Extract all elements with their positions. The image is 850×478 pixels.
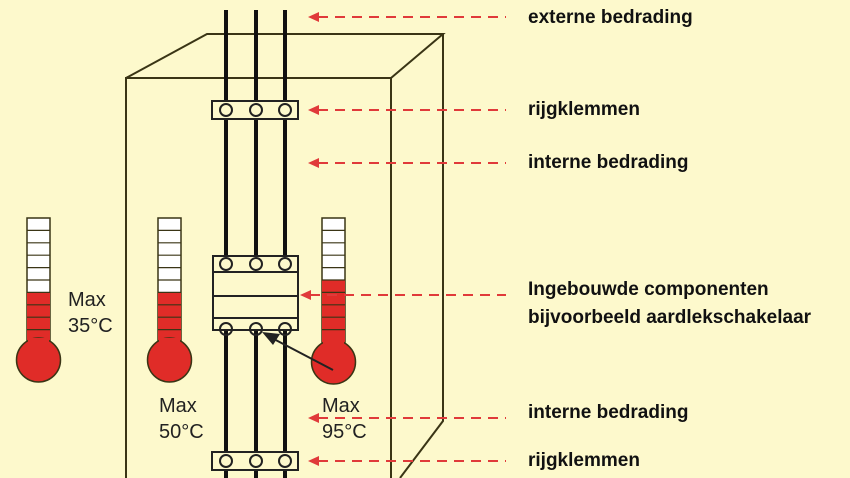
label-internal-wiring: interne bedrading (528, 152, 689, 173)
terminal-screws (219, 103, 292, 468)
terminal-block-top (211, 100, 299, 120)
arrow-terminal-blocks-top (308, 105, 506, 115)
box-side (399, 34, 444, 478)
box-top (125, 33, 446, 79)
arrow-components (300, 290, 506, 300)
thermometer-1 (15, 217, 62, 383)
arrow-terminal-blocks-bottom (308, 456, 506, 466)
label-components-example: bijvoorbeeld aardlekschakelaar (528, 307, 812, 328)
label-components: Ingebouwde componenten (528, 279, 769, 300)
heat-arrow (262, 332, 334, 371)
label-terminal-blocks-bottom: rijgklemmen (528, 450, 640, 471)
wires (224, 10, 287, 478)
arrow-internal-wiring-bottom (308, 413, 506, 423)
thermometer-3 (310, 217, 357, 385)
arrow-internal-wiring-top (308, 158, 506, 168)
label-arrows (300, 12, 506, 466)
label-external-wiring: externe bedrading (528, 7, 693, 28)
mercury-level (27, 292, 50, 348)
terminal-block-bottom (211, 451, 299, 471)
label-internal-wiring-bottom: interne bedrading (528, 402, 689, 423)
box-front (125, 77, 392, 478)
mercury-level (322, 280, 345, 348)
thermometer-2 (146, 217, 193, 383)
label-terminal-blocks: rijgklemmen (528, 99, 640, 120)
arrow-external-wiring (308, 12, 506, 22)
mercury-level (158, 292, 181, 348)
